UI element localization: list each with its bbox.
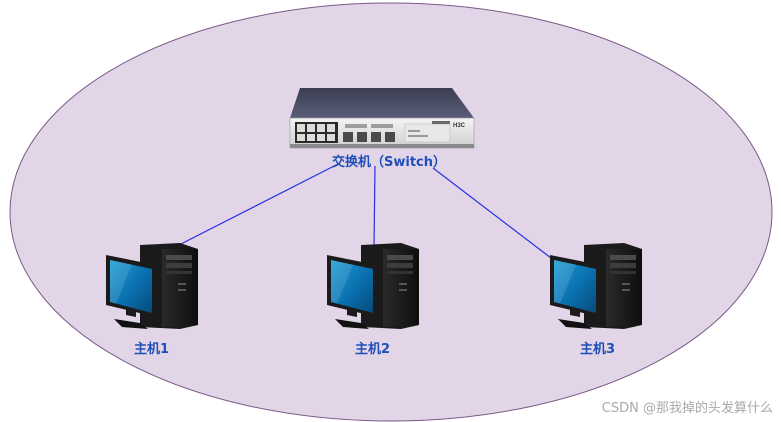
host-3-label: 主机3	[580, 341, 615, 357]
link-switch-host1	[174, 162, 341, 248]
network-switch-icon[interactable]: H3C	[289, 88, 475, 149]
watermark: CSDN @那我掉的头发算什么	[601, 401, 773, 416]
link-switch-host2	[373, 165, 376, 248]
links	[174, 162, 552, 259]
link-switch-host3	[432, 167, 552, 259]
network-region	[9, 2, 773, 422]
host-1-label: 主机1	[134, 341, 169, 357]
switch-label: 交换机（Switch）	[332, 154, 446, 170]
host-2-label: 主机2	[355, 341, 390, 357]
switch-brand: H3C	[453, 123, 466, 129]
